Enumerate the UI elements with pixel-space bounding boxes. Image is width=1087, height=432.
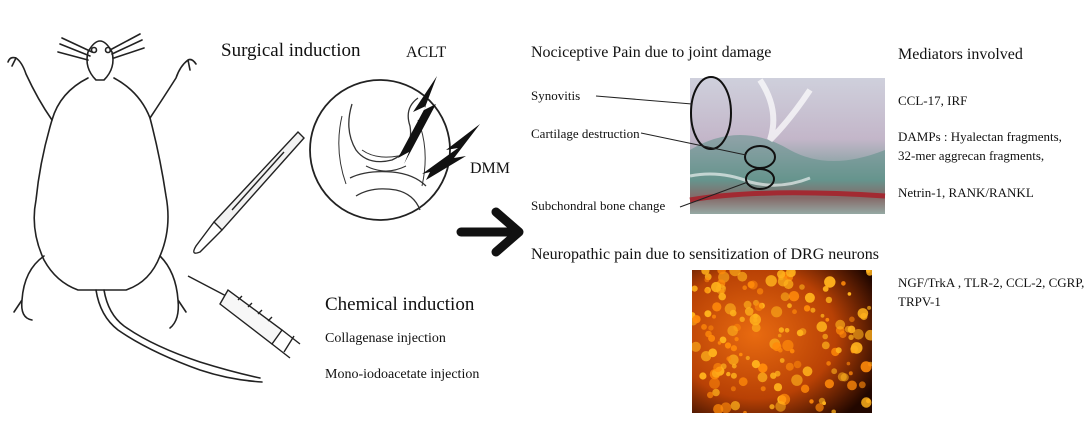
mediator-item: 32-mer aggrecan fragments, (898, 148, 1045, 163)
histology-micrograph (689, 76, 886, 214)
aclt-label: ACLT (406, 44, 447, 61)
collagenase-injection-label: Collagenase injection (325, 331, 446, 346)
arrow-right-icon (456, 207, 524, 257)
mediator-item: Netrin-1, RANK/RANKL (898, 185, 1034, 200)
syringe-icon (187, 275, 301, 359)
annotation-leaders (595, 95, 749, 208)
scalpel-icon (193, 130, 305, 254)
neuropathic-pain-title: Neuropathic pain due to sensitization of… (531, 246, 879, 263)
mediator-item: CCL-17, IRF (898, 93, 968, 108)
drg-mediator-item: NGF/TrkA , TLR-2, CCL-2, CGRP, (898, 275, 1085, 290)
synovitis-label: Synovitis (531, 88, 581, 103)
rat-illustration (7, 33, 263, 383)
dmm-label: DMM (470, 160, 511, 177)
cartilage-destruction-label: Cartilage destruction (531, 126, 640, 141)
drg-mediator-item: TRPV-1 (898, 294, 941, 309)
knee-joint-icon (309, 76, 480, 221)
mediators-title: Mediators involved (898, 46, 1023, 63)
subchondral-bone-label: Subchondral bone change (531, 198, 666, 213)
mediator-item: DAMPs : Hyalectan fragments, (898, 129, 1062, 144)
mia-injection-label: Mono-iodoacetate injection (325, 367, 480, 382)
chemical-induction-title: Chemical induction (325, 294, 475, 315)
surgical-induction-title: Surgical induction (221, 40, 361, 61)
nociceptive-pain-title: Nociceptive Pain due to joint damage (531, 44, 772, 61)
drg-fluorescence-micrograph (692, 270, 872, 413)
